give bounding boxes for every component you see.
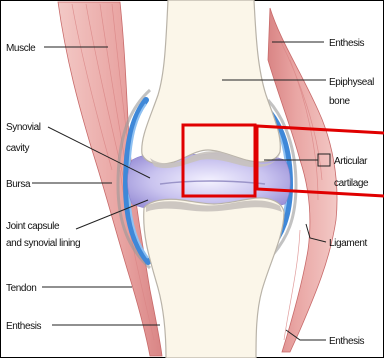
label-muscle: Muscle xyxy=(6,43,36,54)
label-enthesis-top-right: Enthesis xyxy=(329,38,365,49)
label-synovial-cavity-2: cavity xyxy=(6,143,30,154)
label-tendon: Tendon xyxy=(6,283,36,294)
label-joint-capsule-1: Joint capsule xyxy=(6,221,60,232)
label-ligament: Ligament xyxy=(329,238,368,249)
label-bursa: Bursa xyxy=(6,179,31,190)
label-epiphyseal-1: Epiphyseal xyxy=(329,77,374,88)
label-epiphyseal-2: bone xyxy=(329,96,350,107)
label-articular-1: Articular xyxy=(334,156,368,167)
label-enthesis-left: Enthesis xyxy=(6,321,42,332)
label-enthesis-bottom-right: Enthesis xyxy=(329,336,365,347)
label-joint-capsule-2: and synovial lining xyxy=(6,238,80,249)
label-synovial-cavity-1: Synovial xyxy=(6,122,41,133)
label-articular-2: cartilage xyxy=(334,178,369,189)
